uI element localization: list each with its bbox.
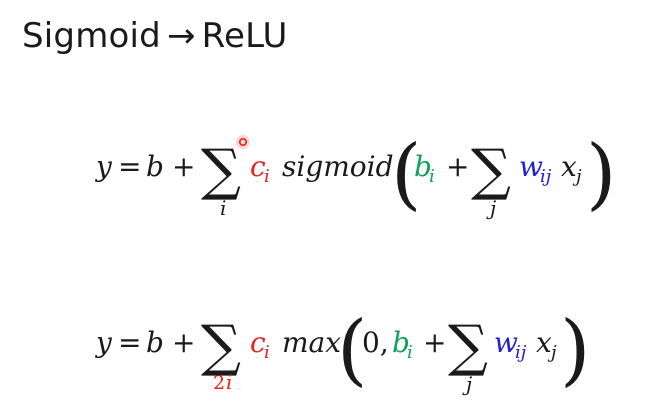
eq2-sum2-index: j xyxy=(462,372,472,396)
eq1-right-paren: ) xyxy=(586,129,616,219)
eq1-plus2: + xyxy=(446,150,469,183)
eq1-b: b xyxy=(146,150,164,183)
eq1-c-sub: i xyxy=(264,166,270,187)
eq2-sum-index: i xyxy=(226,370,232,394)
eq2-x: x xyxy=(536,326,552,359)
eq2-plus: + xyxy=(172,326,195,359)
eq2-bi: b xyxy=(392,326,410,359)
eq2-bi-sub: i xyxy=(407,342,413,363)
eq1-y: y xyxy=(94,150,113,183)
eq2-x-sub: j xyxy=(547,342,557,363)
slide-title: Sigmoid→ReLU xyxy=(22,16,288,56)
eq1-plus: + xyxy=(172,150,195,183)
title-sigmoid: Sigmoid xyxy=(22,16,161,56)
eq1-x-sub: j xyxy=(572,166,582,187)
eq2-func-max: max xyxy=(282,326,341,359)
eq2-y: y xyxy=(94,326,113,359)
eq2-w: w xyxy=(494,326,518,359)
title-relu: ReLU xyxy=(201,16,288,56)
eq1-func-sigmoid: sigmoid xyxy=(282,150,394,183)
eq1-sum2-index: j xyxy=(486,196,496,220)
eq1-sum-symbol: ∑ xyxy=(201,138,241,203)
eq2-sum2-symbol: ∑ xyxy=(448,314,488,379)
eq1-sum2-symbol: ∑ xyxy=(471,138,511,203)
eq1-sum-index: i xyxy=(220,196,226,220)
eq1-bi-sub: i xyxy=(429,166,435,187)
eq1-left-paren: ( xyxy=(391,129,421,219)
eq2-c-sub: i xyxy=(264,342,270,363)
eq2-plus2: + xyxy=(423,326,446,359)
eq2-sum-symbol: ∑ xyxy=(201,314,241,379)
eq2-c: c xyxy=(250,326,266,359)
eq2-equals: = xyxy=(118,326,141,359)
eq1-c: c xyxy=(250,150,266,183)
eq2-sum-index-prefix: 2 xyxy=(213,372,225,394)
equation-relu: y = b + ∑ 2 i c i max ( 0, b i + ∑ j w i… xyxy=(94,305,590,396)
right-arrow-icon: → xyxy=(166,16,196,56)
equation-sigmoid: y = b + ∑ i c i sigmoid ( b i + ∑ j w ij… xyxy=(94,129,616,220)
eq1-w: w xyxy=(519,150,543,183)
eq2-b: b xyxy=(146,326,164,359)
eq1-equals: = xyxy=(118,150,141,183)
eq2-right-paren: ) xyxy=(560,305,590,395)
eq2-left-paren: ( xyxy=(337,305,367,395)
laser-pointer-icon xyxy=(236,135,250,149)
eq2-zero: 0, xyxy=(362,326,389,359)
eq1-bi: b xyxy=(414,150,432,183)
eq1-x: x xyxy=(561,150,577,183)
eq1-w-sub: ij xyxy=(540,166,552,187)
eq2-w-sub: ij xyxy=(515,342,527,363)
